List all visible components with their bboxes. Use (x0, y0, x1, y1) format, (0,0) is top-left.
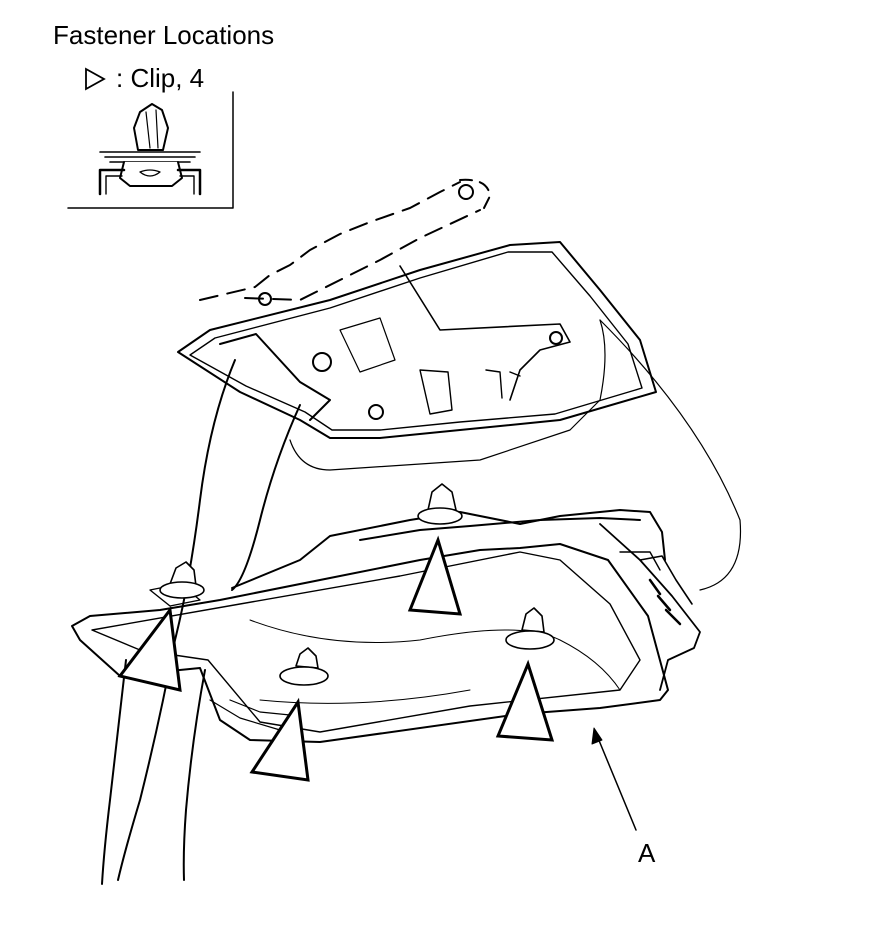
console-housing (71, 509, 701, 743)
clip-bodies (159, 483, 555, 686)
upper-panel (177, 241, 657, 471)
legend-row: : Clip, 4 (84, 63, 204, 94)
pillar-trim (101, 359, 301, 885)
dashed-outline (199, 181, 481, 301)
clip-marker-2 (117, 606, 182, 692)
clip-marker-1 (407, 535, 463, 616)
callout-label-a: A (638, 838, 656, 868)
diagram-title: Fastener Locations (53, 20, 275, 50)
clip-detail-inset (67, 91, 234, 209)
clip-triangle-icon (85, 66, 106, 91)
legend-label: : Clip, 4 (116, 63, 205, 93)
clip-marker-4 (495, 659, 555, 742)
clip-marker-3 (249, 697, 310, 782)
